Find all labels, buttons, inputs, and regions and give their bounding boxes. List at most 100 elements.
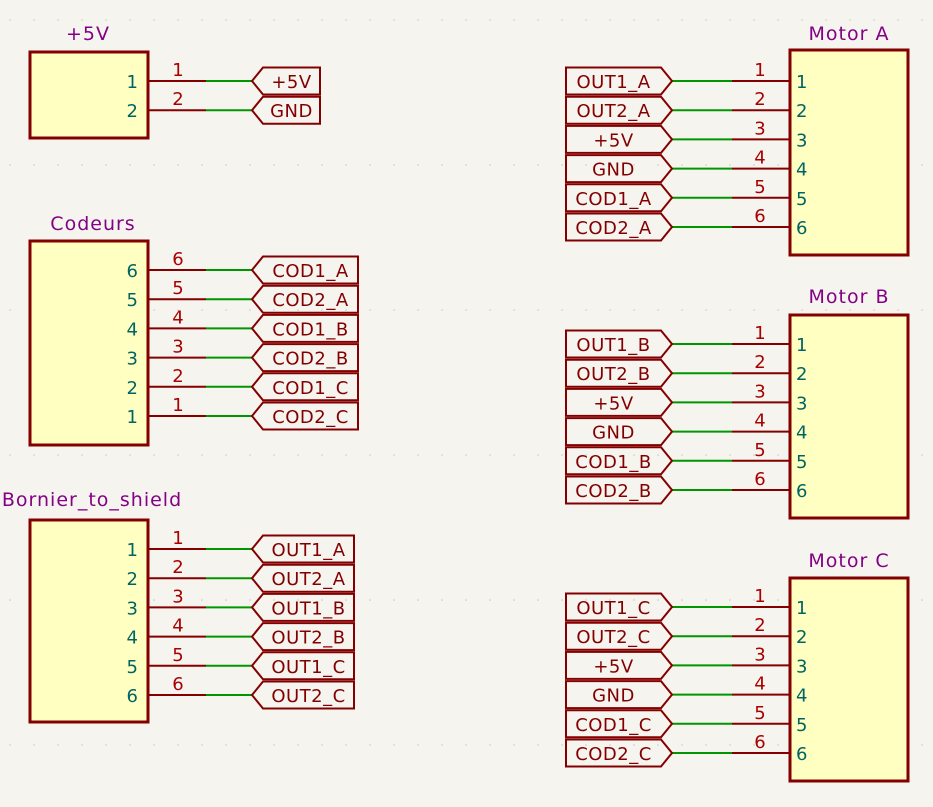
power-pin-1: 1 1 +5V <box>127 60 321 96</box>
motor-b-body <box>788 313 910 520</box>
net-label-text: COD2_C <box>575 744 652 765</box>
pin-number-outside: 4 <box>754 148 765 169</box>
net-label-text: +5V <box>271 72 312 93</box>
net-label-gnd: GND <box>565 417 674 447</box>
net-label-text: OUT2_B <box>271 628 345 649</box>
pin-number-outside: 1 <box>172 528 183 549</box>
net-label-cod1-a: COD1_A <box>250 255 359 285</box>
net-label-shape <box>250 66 321 96</box>
pin-number-outside: 2 <box>172 366 183 387</box>
pin-number-outside: 5 <box>754 177 765 198</box>
pin-number-outside: 6 <box>754 732 765 753</box>
net-label-text: +5V <box>593 393 634 414</box>
net-label-text: GND <box>592 686 635 707</box>
net-label-text: COD1_C <box>272 378 349 399</box>
net-label-out1-c: OUT1_C <box>250 651 355 681</box>
net-label-shape <box>565 358 674 388</box>
net-label-cod2-a: COD2_A <box>565 212 674 242</box>
pin-number-inside: 1 <box>127 72 138 93</box>
pin-number-outside: 5 <box>172 278 183 299</box>
net-label-shape <box>250 680 355 710</box>
pin-number-inside: 5 <box>796 715 807 736</box>
net-label-text: COD2_A <box>575 218 652 239</box>
net-label-shape <box>565 417 674 447</box>
codeurs-title: Codeurs <box>50 213 135 235</box>
net-label-text: COD1_B <box>575 452 651 473</box>
pin-number-outside: 4 <box>754 411 765 432</box>
pin-number-inside: 6 <box>796 481 807 502</box>
pin-number-inside: 5 <box>796 189 807 210</box>
net-label-out2-c: OUT2_C <box>565 621 674 651</box>
net-label-text: OUT2_C <box>271 686 345 707</box>
net-label-shape <box>565 329 674 359</box>
pin-number-outside: 1 <box>172 395 183 416</box>
pin-number-outside: 3 <box>172 337 183 358</box>
net-label--5v: +5V <box>565 124 674 154</box>
net-label-cod1-a: COD1_A <box>565 183 674 213</box>
net-label-cod1-c: COD1_C <box>565 709 674 739</box>
net-label-shape <box>250 401 359 431</box>
pin-number-outside: 1 <box>172 60 183 81</box>
net-label-shape <box>565 738 674 768</box>
net-label-text: COD2_A <box>272 290 349 311</box>
pin-number-inside: 4 <box>127 319 138 340</box>
net-label-shape <box>565 66 674 96</box>
pin-number-inside: 4 <box>796 686 807 707</box>
pin-number-outside: 5 <box>754 440 765 461</box>
pin-number-inside: 5 <box>796 452 807 473</box>
net-label-out1-a: OUT1_A <box>250 534 355 564</box>
net-label-gnd: GND <box>565 154 674 184</box>
pin-number-inside: 6 <box>127 686 138 707</box>
pin-number-outside: 2 <box>754 89 765 110</box>
net-label-text: OUT1_C <box>576 598 650 619</box>
net-label-text: COD2_B <box>272 349 348 370</box>
pin-number-outside: 1 <box>754 60 765 81</box>
pin-number-inside: 6 <box>127 261 138 282</box>
net-label-text: COD1_A <box>575 189 652 210</box>
pin-number-inside: 2 <box>127 569 138 590</box>
net-label--5v: +5V <box>565 650 674 680</box>
pin-number-outside: 3 <box>754 381 765 402</box>
net-label-cod2-c: COD2_C <box>250 401 359 431</box>
motor-b-title: Motor B <box>809 286 890 308</box>
pin-number-outside: 1 <box>754 586 765 607</box>
pin-number-inside: 4 <box>127 628 138 649</box>
pin-number-inside: 4 <box>796 423 807 444</box>
pin-number-inside: 2 <box>796 101 807 122</box>
net-label-shape <box>565 446 674 476</box>
net-label--5v: +5V <box>250 66 321 96</box>
net-label-shape <box>250 592 355 622</box>
motor-a-pin-4: 4 4 GND <box>565 148 807 184</box>
pin-number-inside: 3 <box>796 130 807 151</box>
pin-number-inside: 4 <box>796 160 807 181</box>
pin-number-outside: 6 <box>754 469 765 490</box>
pin-number-outside: 5 <box>172 645 183 666</box>
pin-number-outside: 2 <box>754 615 765 636</box>
net-label-shape <box>250 255 359 285</box>
pin-number-inside: 1 <box>796 598 807 619</box>
net-label-text: OUT2_A <box>576 101 650 122</box>
net-label-text: GND <box>592 423 635 444</box>
net-label-shape <box>250 622 355 652</box>
pin-number-inside: 3 <box>127 598 138 619</box>
net-label-text: OUT2_B <box>576 364 650 385</box>
pin-number-inside: 6 <box>796 744 807 765</box>
net-label-cod1-b: COD1_B <box>565 446 674 476</box>
net-label-shape <box>250 343 359 373</box>
net-label-out2-b: OUT2_B <box>250 622 355 652</box>
